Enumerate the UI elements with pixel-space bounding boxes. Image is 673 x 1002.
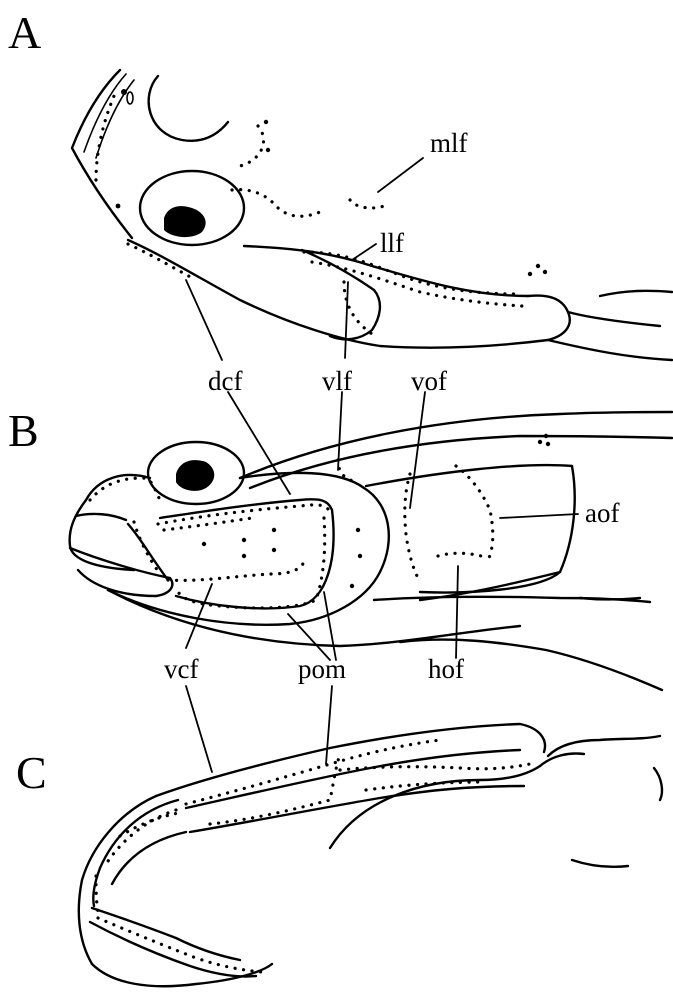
panel-c-throat-2 xyxy=(548,736,660,756)
leader-pom-c xyxy=(326,686,332,764)
leader-dcf-a xyxy=(186,280,222,360)
label-vcf: vcf xyxy=(164,656,198,683)
panel-c-gill-edge xyxy=(572,860,628,867)
panel-a-pore xyxy=(528,272,532,276)
panel-a-pore xyxy=(116,204,121,209)
label-vlf: vlf xyxy=(322,368,352,395)
panel-b-vcf-pore-row xyxy=(168,562,304,580)
panel-b-maxilla xyxy=(128,524,168,580)
panel-c-symphysis-upper xyxy=(93,800,178,906)
panel-label-c: C xyxy=(16,750,47,796)
label-hof: hof xyxy=(428,656,464,683)
panel-b-pupil xyxy=(176,460,214,491)
panel-a-mlf-pore-row xyxy=(350,200,384,208)
panel-b-post-opercle xyxy=(366,465,575,592)
panel-b-lower-jaw xyxy=(70,548,172,596)
leader-hof xyxy=(456,566,458,658)
panel-a-pore xyxy=(264,120,268,124)
panel-b-cheek xyxy=(160,499,334,608)
panel-b-pore xyxy=(242,554,246,558)
panel-b-pore xyxy=(350,584,354,588)
panel-c-throat xyxy=(330,766,540,848)
panel-a-pore xyxy=(266,148,270,152)
panel-c-pectoral xyxy=(654,768,662,800)
panel-c-ramus-lower-2 xyxy=(90,922,256,977)
panel-b-pore xyxy=(356,528,360,532)
panel-a-body-dorsal xyxy=(600,291,672,296)
panel-b-dcf-lower-row xyxy=(164,518,252,530)
panel-b-pore xyxy=(272,528,276,532)
label-mlf: mlf xyxy=(430,130,468,157)
leader-llf xyxy=(352,244,376,260)
panel-a-body-ventral xyxy=(548,340,672,360)
panel-a-llf-pore-row-lower xyxy=(312,262,522,306)
panel-c-symphysis-lower xyxy=(112,832,186,884)
panel-b-upper-lip xyxy=(76,514,126,520)
label-dcf: dcf xyxy=(208,368,242,395)
label-pom: pom xyxy=(298,656,346,683)
panel-b-opercle xyxy=(108,473,389,625)
panel-a-opercle-edge xyxy=(568,312,660,326)
panel-a-head-scatter-pores xyxy=(240,126,264,166)
panel-a-pore xyxy=(536,264,540,268)
leader-vlf-a xyxy=(345,282,348,358)
panel-b-aof-pore-row xyxy=(456,466,493,560)
panel-c-throat-3 xyxy=(540,754,584,767)
panel-b-pore xyxy=(546,442,550,446)
panel-b-vof-pore-row xyxy=(405,474,418,578)
panel-c-jaw-lower xyxy=(190,786,524,832)
leader-aof xyxy=(500,514,578,518)
panel-a-head-dome xyxy=(149,76,228,141)
panel-b-snout xyxy=(70,475,150,570)
panel-c-drawing xyxy=(79,724,662,986)
panel-b-dorsal-contour-inner xyxy=(250,436,672,488)
panel-a-snout-pore-row xyxy=(96,96,114,180)
leader-dcf-b xyxy=(228,392,290,494)
panel-b-pore xyxy=(358,554,362,558)
panel-b-drawing xyxy=(70,412,672,690)
label-aof: aof xyxy=(585,500,619,527)
panel-b-pore xyxy=(202,542,206,546)
panel-a-pore xyxy=(543,270,547,274)
panel-a-dcf-pore-row xyxy=(128,244,196,280)
panel-a-pupil xyxy=(164,206,206,237)
label-vof: vof xyxy=(411,368,447,395)
panel-b-pore xyxy=(544,434,548,438)
panel-label-a: A xyxy=(8,10,41,56)
label-llf: llf xyxy=(380,230,404,257)
panel-c-jaw-dorsal xyxy=(156,724,545,796)
panel-a-nostril xyxy=(127,92,133,104)
leader-vof xyxy=(410,392,425,508)
panel-b-pore xyxy=(242,538,246,542)
panel-a-pore xyxy=(121,89,127,95)
leader-pom-b2 xyxy=(324,592,336,660)
panel-a-preopercle xyxy=(302,250,380,339)
panel-c-upper-ramus-pores xyxy=(120,812,184,836)
panel-a-drawing xyxy=(72,70,672,360)
panel-label-b: B xyxy=(8,408,39,454)
panel-b-pore xyxy=(272,548,276,552)
panel-a-orbit-pore-row xyxy=(232,190,320,217)
leader-vcf-c xyxy=(186,686,212,772)
panel-c-ramus-pores xyxy=(98,918,262,972)
panel-b-hof-pore-row xyxy=(438,553,488,558)
panel-c-jaw-outer xyxy=(79,796,272,986)
panel-b-pore xyxy=(538,440,542,444)
leader-mlf xyxy=(378,158,423,192)
